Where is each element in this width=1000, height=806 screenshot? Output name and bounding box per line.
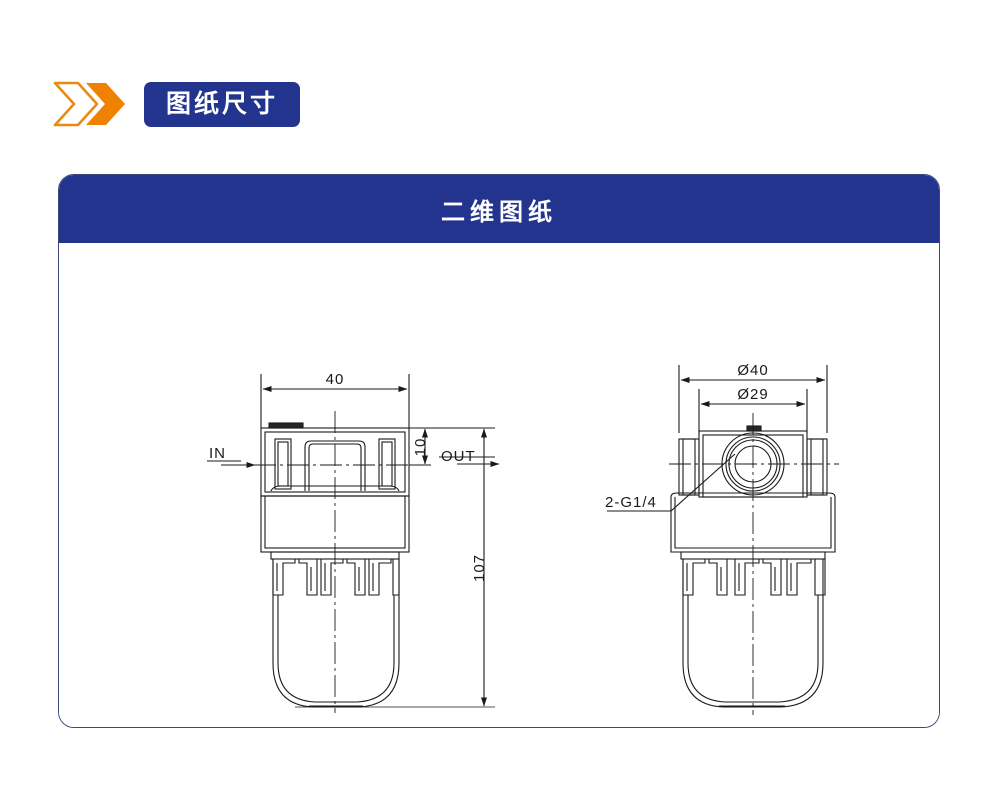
dim-width-40: 40 [326, 371, 345, 388]
front-view-teeth [270, 551, 400, 596]
dim-dia-40: Ø40 [737, 362, 768, 379]
section-badge: 图纸尺寸 [144, 81, 301, 127]
side-view-teeth [680, 551, 826, 596]
drawing-card: 二维图纸 [58, 174, 940, 728]
card-body: 40 10 107 IN OUT Ø40 Ø29 2-G1/4 [59, 243, 939, 727]
dim-height-107: 107 [471, 554, 488, 582]
side-view-geometry [607, 365, 839, 715]
front-view-geometry [207, 374, 500, 713]
dim-dia-29: Ø29 [737, 386, 768, 403]
double-chevron-icon [52, 78, 128, 130]
card-title: 二维图纸 [441, 197, 557, 226]
inlet-label: IN [209, 445, 226, 462]
section-heading: 图纸尺寸 [52, 78, 301, 130]
dim-height-10: 10 [412, 438, 429, 457]
port-thread-callout: 2-G1/4 [605, 494, 657, 511]
section-badge-label: 图纸尺寸 [166, 88, 279, 118]
outlet-label: OUT [441, 448, 476, 465]
technical-drawing: 40 10 107 IN OUT Ø40 Ø29 2-G1/4 [207, 362, 839, 715]
card-title-bar: 二维图纸 [59, 175, 939, 243]
